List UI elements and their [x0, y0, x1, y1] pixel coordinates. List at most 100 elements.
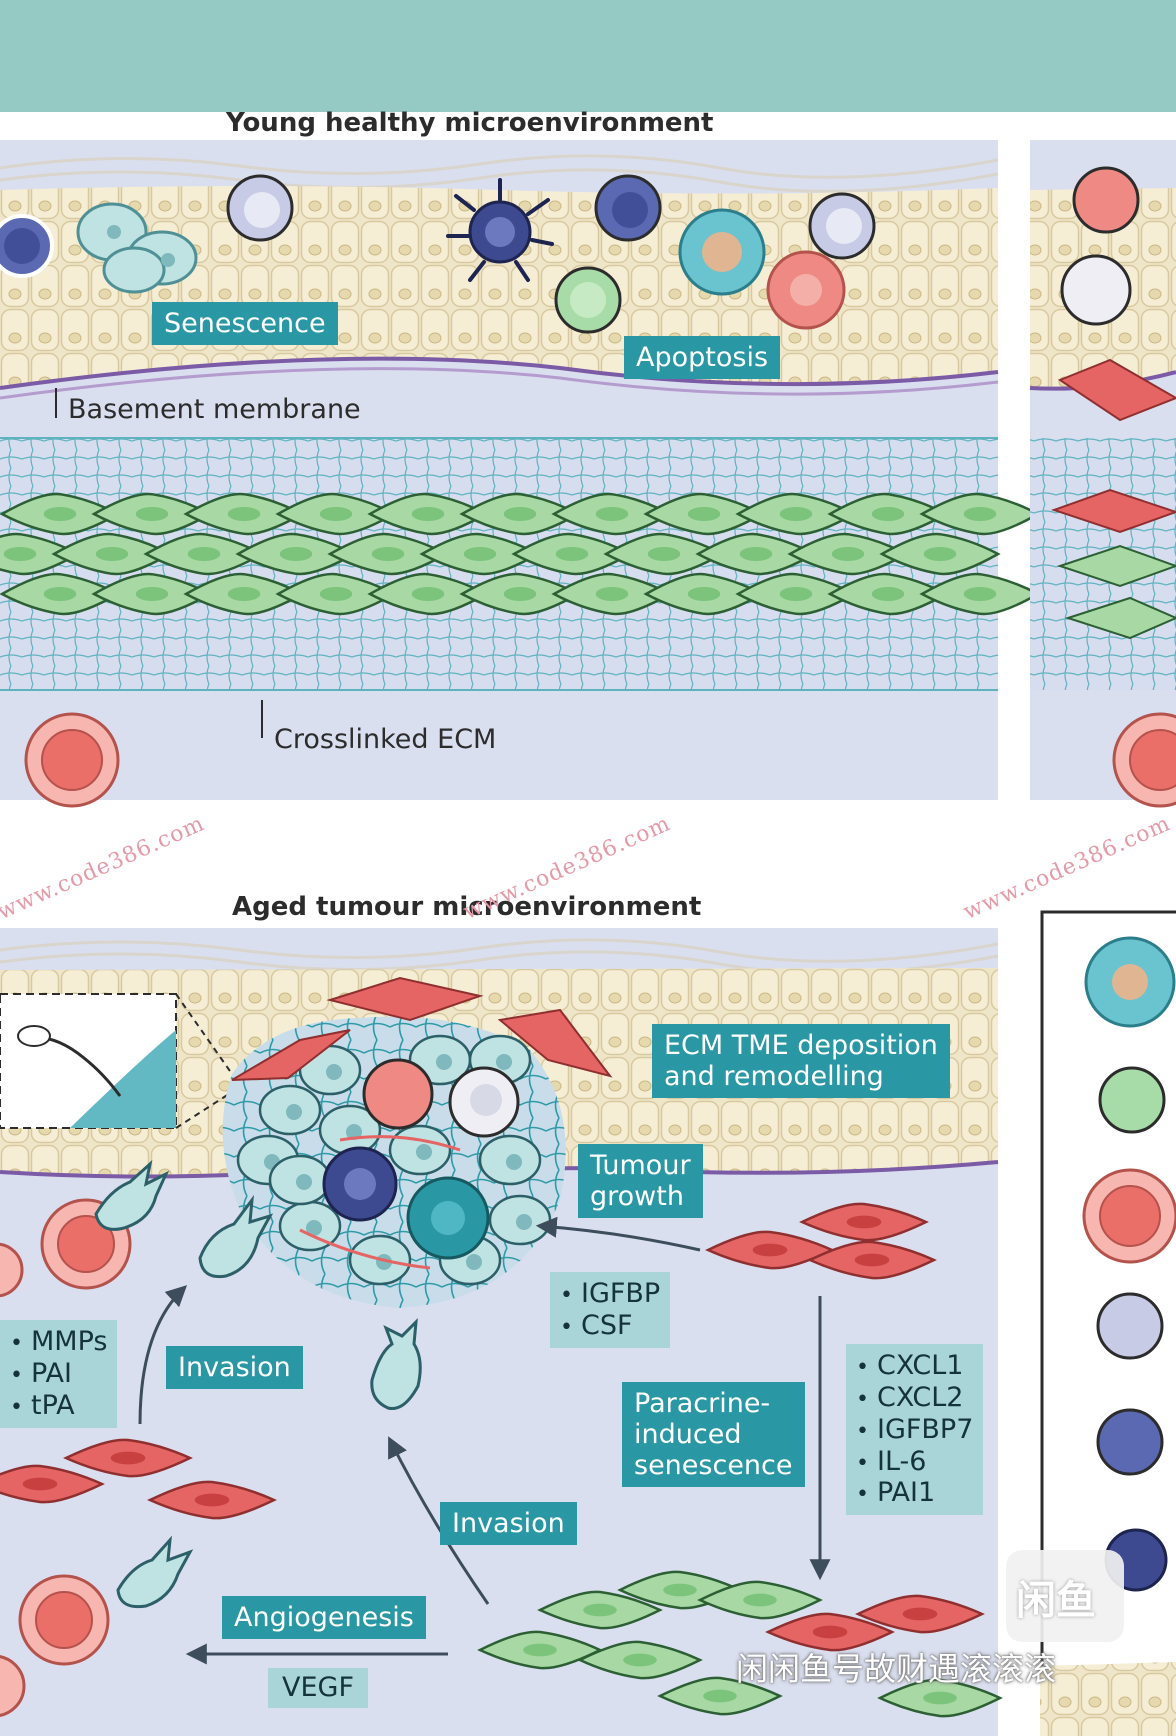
fibroblast-nucleus	[523, 1643, 557, 1657]
factor-item: MMPs	[10, 1326, 107, 1358]
tumour-growth-line1: Tumour	[590, 1150, 691, 1181]
fibroblast-nucleus	[135, 586, 169, 602]
tumour-growth-line2: growth	[590, 1181, 684, 1213]
fibroblast-nucleus	[411, 586, 445, 602]
legend-green-cell	[1098, 1066, 1166, 1134]
fibroblast-nucleus	[187, 546, 221, 562]
fibroblast-nucleus	[3, 546, 37, 562]
basement-membrane-label: Basement membrane	[68, 394, 361, 425]
crosslinked-ecm-label: Crosslinked ECM	[274, 724, 497, 755]
factor-item: CXCL2	[856, 1382, 973, 1414]
young-panel-title: Young healthy microenvironment	[226, 108, 714, 138]
apoptotic-cell	[678, 208, 846, 330]
factor-item: IGFBP	[560, 1278, 660, 1310]
apoptosis-label: Apoptosis	[624, 336, 781, 380]
fibroblast-nucleus	[743, 1593, 777, 1607]
tumour-cell-nucleus	[296, 1174, 312, 1190]
xianyu-badge	[1006, 1550, 1124, 1642]
fibroblast-nucleus	[812, 1625, 848, 1639]
ecm-deposition-label: ECM TME deposition and remodelling	[652, 1024, 950, 1099]
fibroblast-layer	[477, 1570, 1003, 1718]
paracrine-line1: Paracrine-	[634, 1388, 771, 1419]
epithelial-cell-cluster	[76, 202, 198, 294]
young-panel-right	[1029, 140, 1176, 808]
tumour-cells	[236, 1034, 552, 1286]
fibroblast-nucleus	[555, 546, 589, 562]
fibroblast-nucleus	[463, 546, 497, 562]
invasion-center-label: Invasion	[440, 1502, 577, 1546]
fibroblast-nucleus	[779, 506, 813, 522]
fibroblast-nucleus	[663, 1583, 697, 1597]
fibroblast-nucleus	[503, 506, 537, 522]
fibroblast-nucleus	[647, 546, 681, 562]
fibroblast-nucleus	[583, 1603, 617, 1617]
aged-panel	[0, 928, 1003, 1736]
tumour-mass	[222, 1016, 566, 1308]
factor-item: IGFBP7	[856, 1414, 973, 1446]
badge-caption: 闲闲鱼号故财遇滚滚滚	[736, 1650, 1057, 1688]
fibroblast-nucleus	[194, 1493, 230, 1507]
fibroblast-nucleus	[923, 546, 957, 562]
fibroblast-nucleus	[854, 1253, 890, 1267]
angiogenesis-label: Angiogenesis	[222, 1596, 426, 1640]
tumour-cell-nucleus	[496, 1054, 512, 1070]
fibroblast-nucleus	[227, 506, 261, 522]
ecm-deposition-line1: ECM TME deposition	[664, 1030, 938, 1061]
fibroblast-nucleus	[110, 1451, 146, 1465]
fibroblast-nucleus	[963, 506, 997, 522]
fibroblast-layer	[0, 492, 1041, 616]
fibroblast-nucleus	[923, 1691, 957, 1705]
fibroblast-nucleus	[963, 586, 997, 602]
fibroblast-nucleus	[687, 586, 721, 602]
fibroblast-nucleus	[95, 546, 129, 562]
fibroblast-nucleus	[687, 506, 721, 522]
factor-list: CXCL1CXCL2IGFBP7IL-6PAI1	[856, 1350, 973, 1509]
fibroblast-nucleus	[319, 506, 353, 522]
fibroblast-nucleus	[411, 506, 445, 522]
fibroblast-nucleus	[227, 586, 261, 602]
igfbp-csf-list: IGFBPCSF	[550, 1272, 671, 1348]
tumour-cell-nucleus	[346, 1124, 362, 1140]
dendritic-cell	[446, 178, 554, 282]
fibroblast-nucleus	[623, 1653, 657, 1667]
tumour-cell-nucleus	[516, 1214, 532, 1230]
fibroblast-nucleus	[595, 586, 629, 602]
tumour-cell-nucleus	[436, 1054, 452, 1070]
arrow-tumour-growth	[535, 1216, 701, 1252]
tumour-cell-nucleus	[286, 1104, 302, 1120]
fibroblast-nucleus	[279, 546, 313, 562]
factor-list: IGFBPCSF	[560, 1278, 660, 1342]
fibroblast-nucleus	[831, 546, 865, 562]
header-band	[0, 0, 1176, 112]
tumour-cell-nucleus	[466, 1254, 482, 1270]
fibroblast-nucleus	[739, 546, 773, 562]
factor-item: IL-6	[856, 1446, 973, 1478]
arrow-invasion-left	[138, 1285, 188, 1425]
fibroblast-nucleus	[319, 586, 353, 602]
factor-item: PAI1	[856, 1477, 973, 1509]
fibroblast-layer	[0, 1202, 985, 1652]
immune-cell	[362, 1058, 434, 1130]
tumour-cell-nucleus	[416, 1144, 432, 1160]
fibroblast-nucleus	[752, 1243, 788, 1257]
paracrine-line2: induced	[634, 1419, 742, 1451]
fibroblast-nucleus	[703, 1689, 737, 1703]
fibroblast-nucleus	[22, 1477, 58, 1491]
fibroblast-nucleus	[43, 586, 77, 602]
badge-logo: 闲鱼	[1016, 1578, 1096, 1624]
legend-lavender-cell	[1096, 1292, 1164, 1360]
fibroblast-nucleus	[371, 546, 405, 562]
tumour-cell-nucleus	[506, 1154, 522, 1170]
paracrine-senescence-label: Paracrine- induced senescence	[622, 1382, 805, 1488]
invading-cell	[94, 1159, 422, 1609]
factor-item: CSF	[560, 1310, 660, 1342]
tumour-cell-nucleus	[306, 1220, 322, 1236]
vegf-label: VEGF	[268, 1668, 368, 1708]
tumour-cell-nucleus	[326, 1064, 342, 1080]
cxcl-list: CXCL1CXCL2IGFBP7IL-6PAI1	[846, 1344, 984, 1516]
fibroblast-nucleus	[503, 586, 537, 602]
fibroblast-nucleus	[871, 586, 905, 602]
fibroblast-nucleus	[871, 506, 905, 522]
